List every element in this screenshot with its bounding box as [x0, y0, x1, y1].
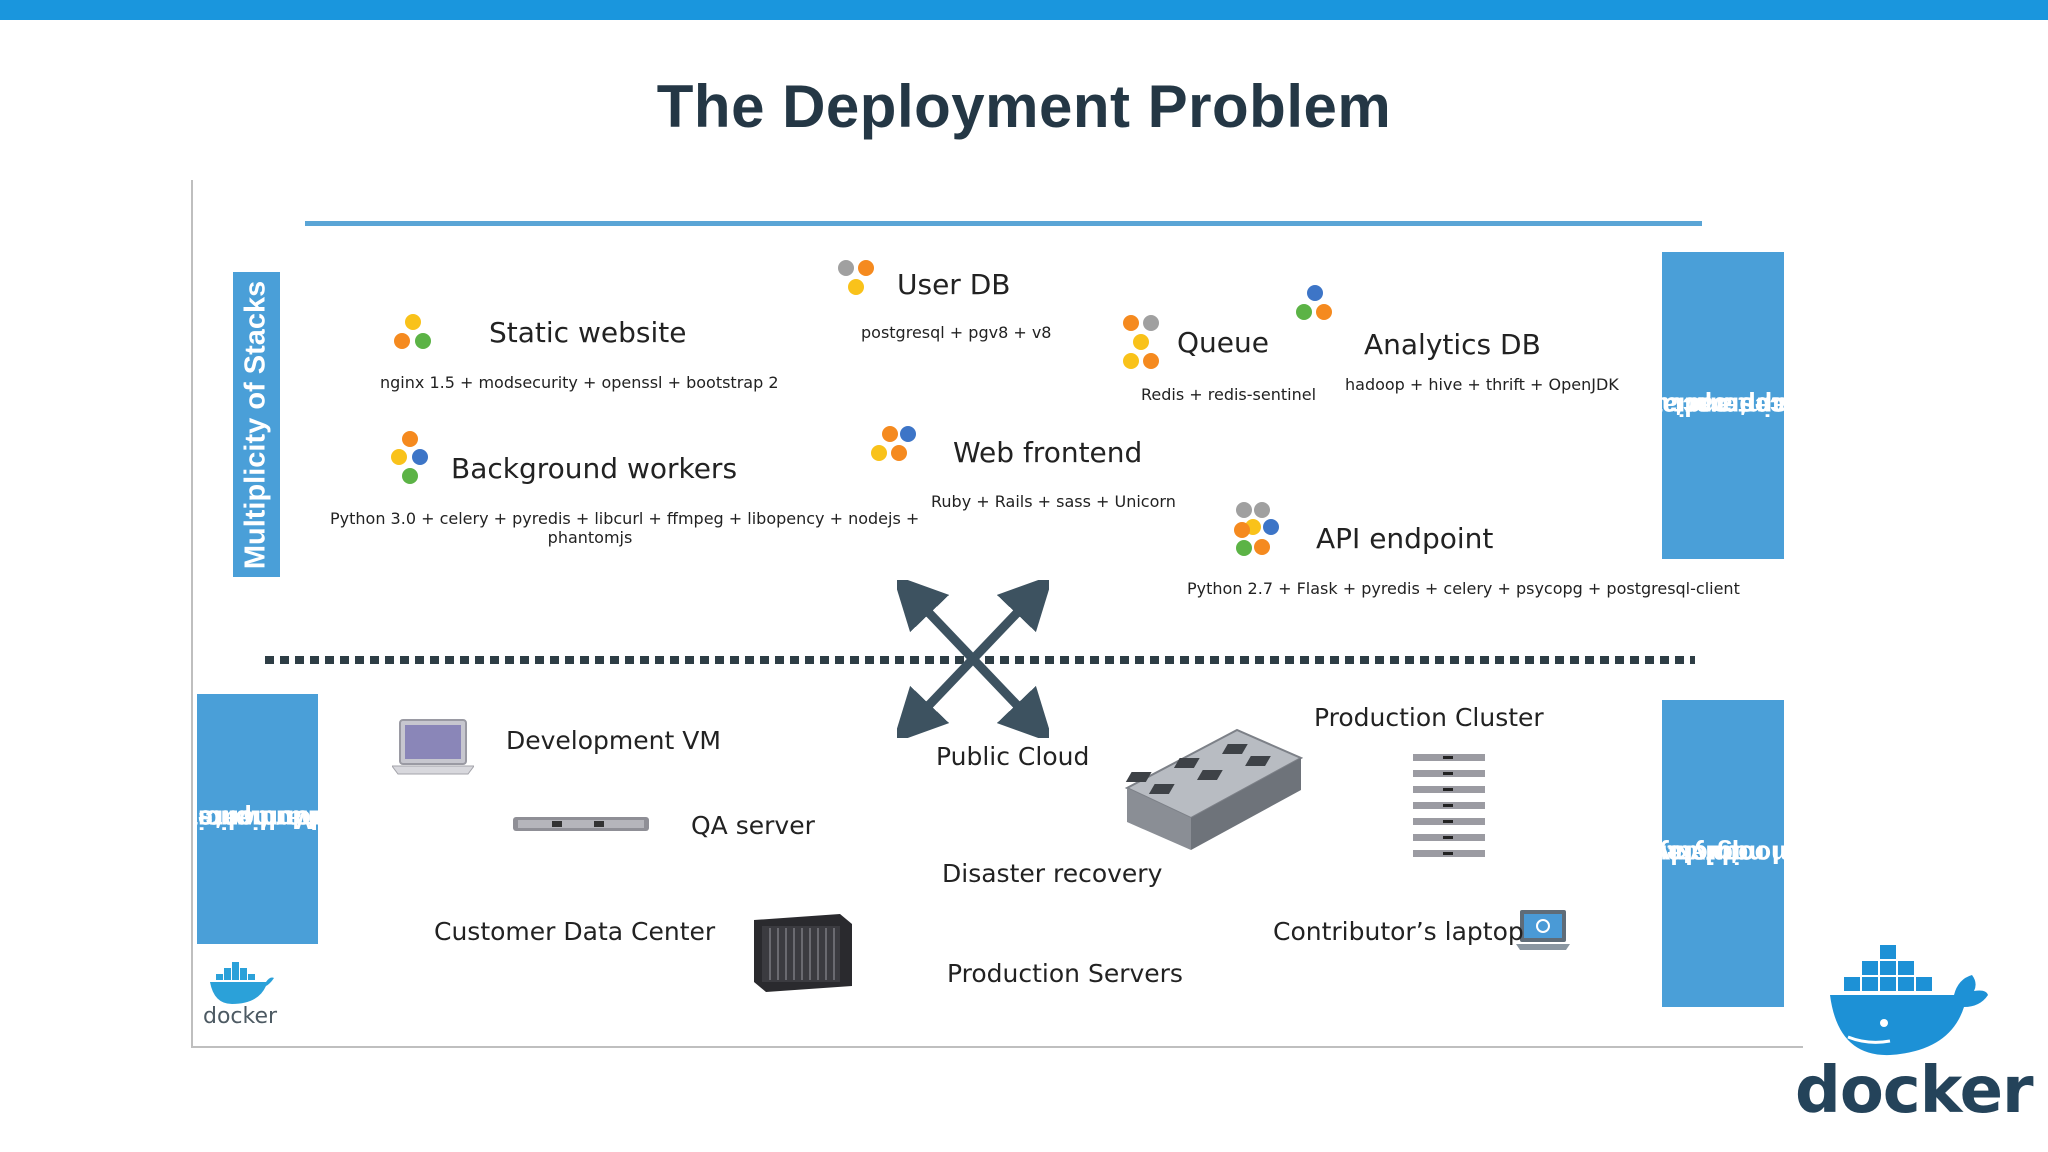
hex-cluster-icon [1234, 502, 1279, 556]
server-motherboard-icon [1124, 728, 1303, 850]
diagram-frame [191, 180, 1803, 1048]
slide-title: The Deployment Problem [656, 73, 1392, 140]
stack-components-background-workers: Python 3.0 + celery + pyredis + libcurl … [330, 509, 920, 547]
stack-name-api-endpoint: API endpoint [1316, 522, 1494, 555]
stack-components-static-website: nginx 1.5 + modsecurity + openssl + boot… [380, 373, 779, 392]
docker-whale-small-logo [210, 962, 274, 1004]
sidebox-migrate: Can I migrate smoothly and quickly? [1662, 700, 1784, 1007]
sidebox-multiplicity-hardware: Multiplicity of hardware environments [197, 694, 318, 944]
env-qa-server: QA server [691, 811, 815, 840]
env-disaster-recovery: Disaster recovery [942, 859, 1163, 888]
blade-server-icon [754, 914, 852, 992]
stack-components-api-endpoint: Python 2.7 + Flask + pyredis + celery + … [1187, 579, 1740, 598]
stack-components-web-frontend: Ruby + Rails + sass + Unicorn [931, 492, 1176, 511]
env-development-vm: Development VM [506, 726, 721, 755]
sidebox-text: Can I migrate smoothly and quickly? [1662, 839, 1784, 870]
small-laptop-icon [1516, 910, 1570, 950]
stack-name-static-website: Static website [489, 316, 687, 349]
rack-server-icon [513, 817, 649, 831]
stack-name-user-db: User DB [897, 268, 1011, 301]
sidebox-multiplicity-stacks: Multiplicity of Stacks [233, 272, 280, 577]
stack-name-web-frontend: Web frontend [953, 436, 1143, 469]
top-divider-line [305, 221, 1702, 226]
stack-name-background-workers: Background workers [451, 452, 738, 485]
stack-components-user-db: postgresql + pgv8 + v8 [861, 323, 1052, 342]
stack-name-analytics-db: Analytics DB [1364, 328, 1541, 361]
docker-wordmark-small: docker [203, 1004, 278, 1029]
sidebox-text: Multiplicity of Stacks [239, 280, 272, 569]
stack-name-queue: Queue [1177, 326, 1269, 359]
sidebox-text: Multiplicity of hardware environments [197, 804, 318, 835]
env-contributors-laptop: Contributor’s laptop [1273, 917, 1524, 946]
hex-cluster-icon [1296, 285, 1332, 320]
sidebox-text: Do services and apps interact appropriat… [1662, 391, 1784, 422]
hex-cluster-icon [1123, 315, 1159, 369]
hex-cluster-icon [838, 260, 874, 295]
env-public-cloud: Public Cloud [936, 742, 1090, 771]
top-accent-bar [0, 0, 2048, 20]
server-rack-stack-icon [1413, 754, 1485, 857]
hex-cluster-icon [871, 426, 916, 461]
docker-wordmark-large: docker [1795, 1054, 2034, 1128]
env-production-servers: Production Servers [947, 959, 1183, 988]
stack-components-queue: Redis + redis-sentinel [1141, 385, 1317, 404]
stack-components-analytics-db: hadoop + hive + thrift + OpenJDK [1345, 375, 1619, 394]
env-production-cluster: Production Cluster [1314, 703, 1544, 732]
crossed-arrows-icon [897, 580, 1049, 738]
hex-cluster-icon [391, 431, 428, 484]
laptop-icon [392, 719, 474, 775]
env-customer-data-center: Customer Data Center [434, 917, 716, 946]
sidebox-services-interact: Do services and apps interact appropriat… [1662, 252, 1784, 559]
hex-cluster-icon [394, 314, 431, 349]
docker-whale-large-logo [1830, 945, 1988, 1056]
